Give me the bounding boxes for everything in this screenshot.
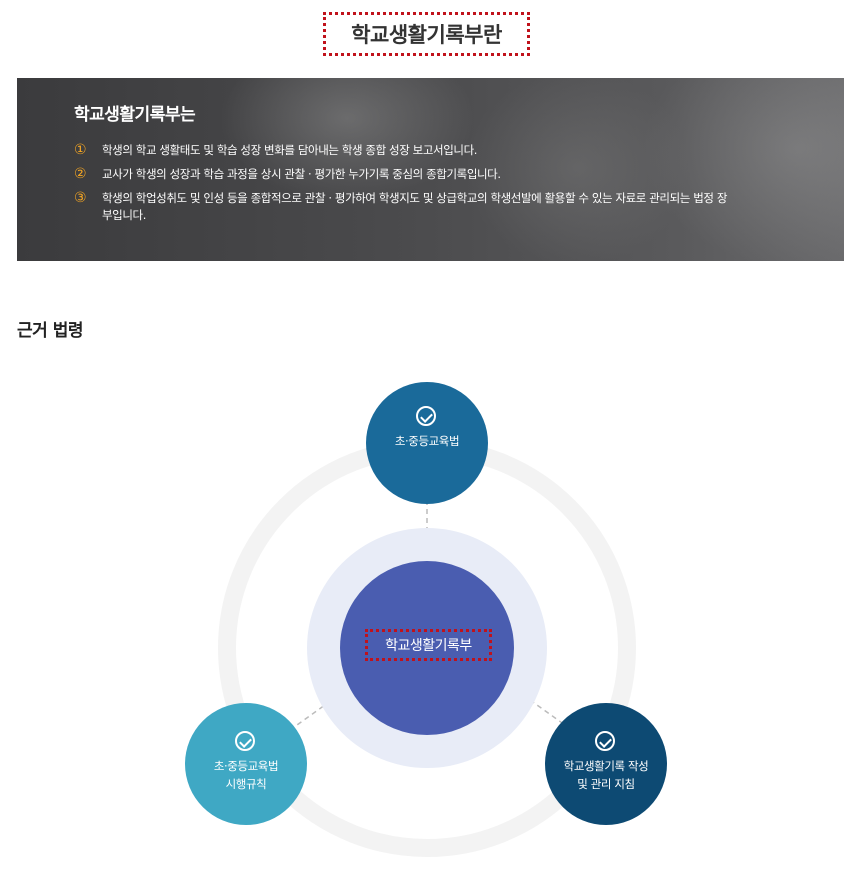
banner-item-text: 학생의 학업성취도 및 인성 등을 종합적으로 관찰 · 평가하여 학생지도 및…: [102, 191, 728, 222]
banner-item-text: 학생의 학교 생활태도 및 학습 성장 변화를 담아내는 학생 종합 성장 보고…: [102, 143, 478, 157]
node-left-circle: [185, 703, 307, 825]
node-left-line2: 시행규칙: [225, 777, 267, 791]
banner-item-number: ③: [74, 190, 87, 206]
banner-item: ① 학생의 학교 생활태도 및 학습 성장 변화를 담아내는 학생 종합 성장 …: [74, 142, 774, 159]
connector-left: [289, 704, 326, 731]
node-right-circle: [545, 703, 667, 825]
node-top-line1: 초·중등교육법: [394, 434, 460, 448]
banner-title: 학교생활기록부는: [74, 105, 196, 125]
page-title-text: 학교생활기록부란: [351, 23, 502, 47]
node-right-line1: 학교생활기록 작성: [563, 759, 649, 773]
banner-item-number: ①: [74, 142, 87, 158]
node-top-label: 초·중등교육법: [366, 432, 488, 450]
connector-right: [529, 699, 566, 726]
banner-item: ② 교사가 학생의 성장과 학습 과정을 상시 관찰 · 평가한 누가기록 중심…: [74, 166, 774, 183]
center-label: 학교생활기록부: [365, 629, 492, 661]
center-circle: [340, 561, 514, 735]
banner-item-number: ②: [74, 166, 87, 182]
node-right-label: 학교생활기록 작성 및 관리 지침: [545, 757, 667, 793]
node-top-circle: [366, 382, 488, 504]
banner-item: ③ 학생의 학업성취도 및 인성 등을 종합적으로 관찰 · 평가하여 학생지도…: [74, 190, 734, 224]
node-left-line1: 초·중등교육법: [213, 759, 279, 773]
center-label-text: 학교생활기록부: [385, 638, 472, 654]
banner-item-text: 교사가 학생의 성장과 학습 과정을 상시 관찰 · 평가한 누가기록 중심의 …: [102, 167, 501, 181]
page-title: 학교생활기록부란: [323, 12, 530, 56]
check-circle-icon: [416, 406, 436, 426]
section-title: 근거 법령: [17, 321, 83, 341]
node-left-label: 초·중등교육법 시행규칙: [185, 757, 307, 793]
check-circle-icon: [235, 731, 255, 751]
node-right-line2: 및 관리 지침: [577, 777, 635, 791]
check-circle-icon: [595, 731, 615, 751]
banner-list: ① 학생의 학교 생활태도 및 학습 성장 변화를 담아내는 학생 종합 성장 …: [74, 142, 774, 231]
intro-banner: 학교생활기록부는 ① 학생의 학교 생활태도 및 학습 성장 변화를 담아내는 …: [17, 78, 844, 261]
